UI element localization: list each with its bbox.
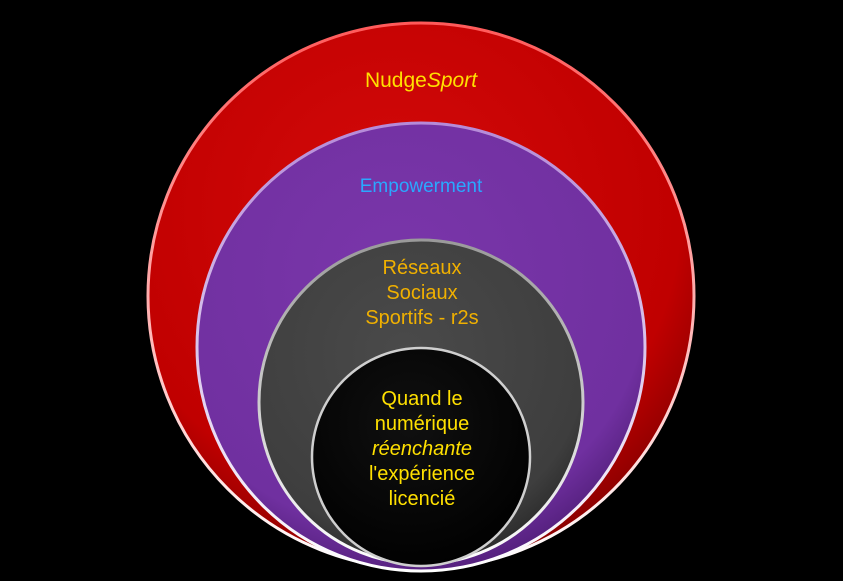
- label-inner-text: Quand le numérique réenchante l'expérien…: [332, 387, 512, 512]
- label-empowerment-text: Empowerment: [359, 176, 483, 197]
- label-line: numérique: [374, 413, 470, 435]
- circle-inner-black: [310, 346, 532, 568]
- label-line: Sportifs - r2s: [365, 307, 479, 329]
- label-nudge-text: Nudge: [364, 69, 427, 92]
- label-reseaux-sociaux: Réseaux Sociaux Sportifs - r2s: [322, 256, 522, 331]
- label-line-italic: réenchante: [371, 438, 473, 460]
- label-nudgesport: NudgeSport: [271, 68, 571, 93]
- label-line: l'expérience: [368, 463, 476, 485]
- label-line: Quand le: [381, 388, 463, 410]
- label-line: licencié: [388, 488, 456, 510]
- label-line: Sociaux: [386, 282, 458, 304]
- label-empowerment: Empowerment: [271, 176, 571, 199]
- label-line: Réseaux: [382, 257, 462, 279]
- label-sport-text: Sport: [426, 69, 478, 92]
